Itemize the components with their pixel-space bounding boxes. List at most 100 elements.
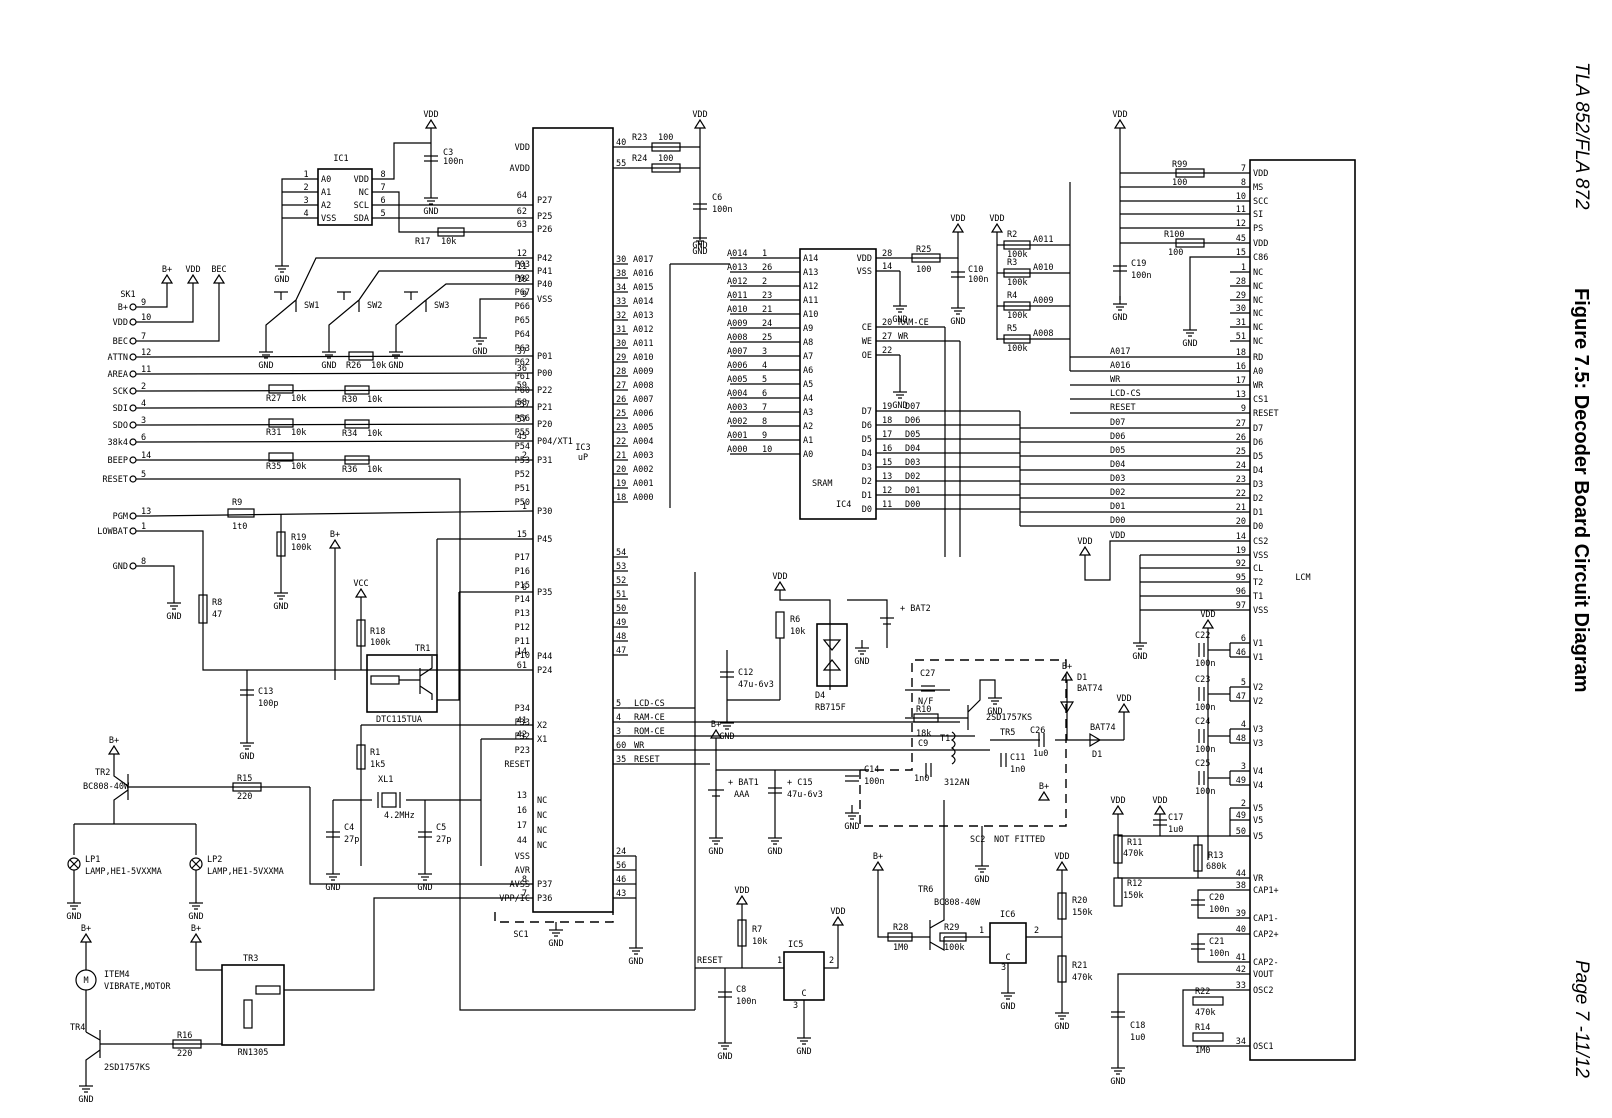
r7-value: 10k (752, 937, 767, 947)
ic4-right-pin-number: 17 (882, 430, 892, 440)
ic1-pin-number: 6 (380, 196, 385, 206)
lcm-pin: V5 (1253, 816, 1263, 826)
c26-value: 1u0 (1033, 749, 1048, 759)
tr3-package (221, 964, 285, 1046)
r6-value: 10k (790, 627, 805, 637)
xl1-crystal (381, 792, 397, 808)
r35 (268, 452, 294, 462)
r34-ref: R34 (342, 429, 357, 439)
ic3-left-pin: NC (537, 811, 547, 821)
lp1-value: LAMP,HE1-5VXXMA (85, 867, 162, 877)
ic3-right-pin-number: 53 (616, 562, 626, 572)
r31 (268, 418, 294, 428)
lcm-pin: CS2 (1253, 537, 1268, 547)
sk1-pin-name: VDD (113, 318, 128, 328)
ground-label: GND (188, 912, 203, 922)
ic4-data-net: D05 (905, 430, 920, 440)
ic3-right-pin-number: 26 (616, 395, 626, 405)
ic5-pin1: 1 (777, 956, 782, 966)
ground-label: GND (548, 939, 563, 949)
lcm-pin-number: 42 (1236, 965, 1246, 975)
r36-value: 10k (367, 465, 382, 475)
wire (150, 530, 533, 671)
ic3-left-pin: P41 (537, 267, 552, 277)
lcm-pin-number: 47 (1236, 692, 1246, 702)
r30 (344, 385, 370, 395)
c23-ref: C23 (1195, 675, 1210, 685)
sc2-name: SC2 (970, 835, 985, 845)
ic3-left-pin: P42 (537, 254, 552, 264)
r4-value: 100k (1007, 311, 1027, 321)
ground-label: GND (274, 275, 289, 285)
tr1-emitter (419, 685, 433, 700)
ic3-right-pin-number: 40 (616, 138, 626, 148)
wire (372, 191, 533, 233)
ic4-left-pin-number: 26 (762, 263, 772, 273)
r9 (227, 508, 255, 518)
ground-label: GND (974, 875, 989, 885)
ic4-data-net: D03 (905, 458, 920, 468)
power-rail-arrow (107, 744, 121, 755)
wire (1084, 540, 1230, 581)
lcm-pin-number: 49 (1236, 776, 1246, 786)
power-rail-arrow (1111, 804, 1125, 815)
document-id-header: TLA 852/FLA 872 (1571, 62, 1592, 210)
ic3-left-pin: VSS (537, 295, 552, 305)
lcm-pin: V5 (1253, 804, 1263, 814)
lp2-ref: LP2 (207, 855, 222, 865)
wire (309, 787, 533, 885)
r10-value: 18k (916, 729, 931, 739)
d1b-value: BAT74 (1090, 723, 1116, 733)
r25-value: 100 (916, 265, 931, 275)
sk1-pin-name: PGM (113, 512, 128, 522)
power-rail-label: VDD (185, 265, 200, 275)
ic4-right-pin-number: 16 (882, 444, 892, 454)
r24-value: 100 (658, 154, 673, 164)
lcm-pin-number: 3 (1241, 762, 1246, 772)
power-rail-label: VDD (1112, 110, 1127, 120)
lcm-pin-number: 4 (1241, 720, 1246, 730)
sk1-pin-number: 5 (141, 470, 146, 480)
ic3-right-pin-number: 22 (616, 437, 626, 447)
tr4-value: 2SD1757KS (104, 1063, 150, 1073)
ic4-right-pin-number: 18 (882, 416, 892, 426)
ic3-control-net: RESET (634, 755, 660, 765)
lcm-pin-number: 44 (1236, 869, 1246, 879)
ic4-right-pin: D3 (862, 463, 872, 473)
lcm-pin: V4 (1253, 781, 1263, 791)
lcm-name: LCM (1295, 573, 1310, 583)
c8-value: 100n (736, 997, 756, 1007)
c22-ref: C22 (1195, 631, 1210, 641)
ic3-left-pin-number: 42 (517, 730, 527, 740)
ic3-right-pin: P51 (515, 484, 530, 494)
address-net-label: A013 (633, 311, 653, 321)
ic4-left-pin-number: 23 (762, 291, 772, 301)
lcm-pin-number: 48 (1236, 734, 1246, 744)
ic4-right-pin: D5 (862, 435, 872, 445)
ic4-we-net: WR (898, 332, 909, 342)
ic3-left-pin: P21 (537, 403, 552, 413)
ground-label: GND (1112, 313, 1127, 323)
ic4-right-pin: VSS (857, 267, 872, 277)
ground-label: GND (719, 732, 734, 742)
r13 (1193, 844, 1203, 872)
c13-value: 100p (258, 699, 278, 709)
r22 (1192, 996, 1224, 1006)
r18-ref: R18 (370, 627, 385, 637)
power-rail-arrow (424, 118, 438, 129)
ic3-right-pin: P15 (515, 581, 530, 591)
ic3-left-pin-number: 9 (522, 290, 527, 300)
wire (715, 738, 860, 771)
ic3-right-pin-number: 28 (616, 367, 626, 377)
ic3-left-pin-number: 64 (517, 191, 527, 201)
c25-ref: C25 (1195, 759, 1210, 769)
ic6-c-pin: C (1005, 953, 1010, 963)
sk1-pin-number: 14 (141, 451, 151, 461)
lcm-pin: VDD (1253, 239, 1268, 249)
tr6-value: BC808-40W (934, 898, 981, 908)
ic3-left-pin: NC (537, 796, 547, 806)
r1-ref: R1 (370, 748, 380, 758)
c6-ref: C6 (712, 193, 722, 203)
address-net-label: A014 (633, 297, 653, 307)
address-net-label: A004 (633, 437, 653, 447)
